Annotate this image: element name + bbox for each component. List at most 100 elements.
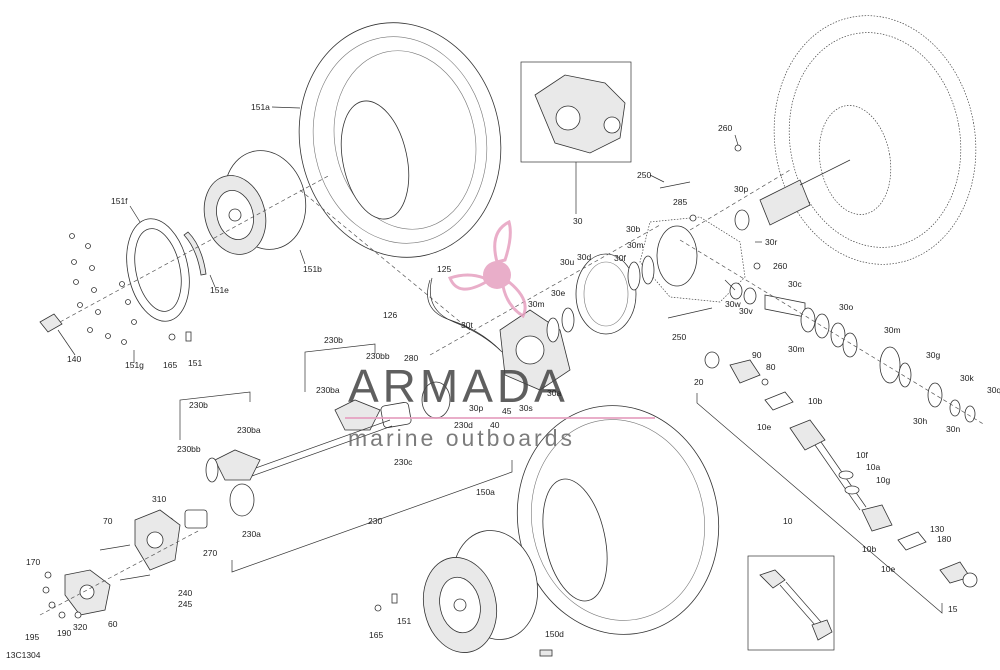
differential-housing	[639, 216, 746, 303]
wheel-rim-front-left	[422, 530, 539, 653]
callout-245: 245	[178, 599, 192, 609]
callout-230bb-b: 230bb	[177, 444, 201, 454]
halfshaft-lower	[164, 449, 261, 537]
callout-45: 45	[502, 406, 512, 416]
beadlock-bolts	[69, 233, 137, 345]
callout-230b-a: 230b	[324, 335, 343, 345]
callout-260-top: 260	[718, 123, 732, 133]
callout-60: 60	[108, 619, 118, 629]
callout-15: 15	[948, 604, 958, 614]
callout-151b: 151b	[303, 264, 322, 274]
callout-30o: 30o	[839, 302, 853, 312]
propshaft-inset-illustration	[759, 569, 833, 641]
rim-insert	[539, 649, 553, 657]
callout-40: 40	[490, 420, 500, 430]
callout-30q: 30q	[987, 385, 1000, 395]
callout-30h: 30h	[913, 416, 927, 426]
callout-30c: 30c	[788, 279, 802, 289]
nut-285	[689, 214, 697, 222]
bracket-230	[231, 460, 513, 573]
wheel-hub	[64, 569, 111, 616]
leader-lines	[57, 106, 762, 363]
long-bolt-top	[659, 181, 691, 189]
callout-30u: 30u	[560, 257, 574, 267]
callout-30e: 30e	[551, 288, 565, 298]
callout-270: 270	[203, 548, 217, 558]
callout-20: 20	[694, 377, 704, 387]
callout-10b-b: 10b	[862, 544, 876, 554]
callout-165-bot: 165	[369, 630, 383, 640]
callout-260-mid: 260	[773, 261, 787, 271]
callout-30m-d: 30m	[884, 325, 901, 335]
callout-230d: 230d	[454, 420, 473, 430]
callout-165-top: 165	[163, 360, 177, 370]
callout-285: 285	[673, 197, 687, 207]
callout-30p-top: 30p	[734, 184, 748, 194]
wheel-rim-rear-left	[203, 150, 307, 255]
watermark: ARMADA marine outboards	[345, 219, 655, 451]
wheel-nut-bottom	[374, 604, 382, 612]
callout-30b: 30b	[626, 224, 640, 234]
hub-nuts	[42, 571, 82, 619]
callout-10e-b: 10e	[881, 564, 895, 574]
differential-washers	[546, 209, 757, 343]
callout-125: 125	[437, 264, 451, 274]
callout-230b-b: 230b	[189, 400, 208, 410]
bracket-propshaft	[696, 393, 943, 614]
watermark-brand: ARMADA	[348, 360, 569, 412]
callout-30g: 30g	[926, 350, 940, 360]
callout-151g: 151g	[125, 360, 144, 370]
bracket-230b-lower	[179, 391, 251, 440]
callout-30d: 30d	[577, 252, 591, 262]
callout-30m-a: 30m	[627, 240, 644, 250]
nut-260-top	[734, 144, 742, 152]
nut-260-mid	[753, 262, 761, 270]
callout-10e-a: 10e	[757, 422, 771, 432]
halfshaft-upper	[249, 381, 451, 477]
knuckle-assembly	[99, 509, 181, 581]
callout-30m-b: 30m	[528, 299, 545, 309]
callout-30a: 30a	[547, 388, 561, 398]
callout-126: 126	[383, 310, 397, 320]
drive-pinion	[759, 179, 811, 226]
callout-151a: 151a	[251, 102, 270, 112]
callout-180: 180	[937, 534, 951, 544]
callout-30v: 30v	[739, 306, 753, 316]
tire-front-left	[516, 405, 720, 635]
callout-240: 240	[178, 588, 192, 598]
callout-labels: 151a 151b 151e 151f 151g 151 165 140 150…	[6, 102, 1000, 660]
callout-10a: 10a	[866, 462, 880, 472]
valve-stem-bottom	[391, 593, 398, 604]
callout-151-bot: 151	[397, 616, 411, 626]
callout-150a: 150a	[476, 487, 495, 497]
wheel-nut	[168, 333, 176, 341]
watermark-tagline: marine outboards	[348, 425, 575, 451]
tire-right-dotted	[773, 15, 977, 265]
callout-10: 10	[783, 516, 793, 526]
callout-151f: 151f	[111, 196, 128, 206]
callout-30k: 30k	[960, 373, 974, 383]
callout-30: 30	[573, 216, 583, 226]
callout-250-bot: 250	[672, 332, 686, 342]
callout-10b-a: 10b	[808, 396, 822, 406]
callout-190: 190	[57, 628, 71, 638]
bracket-230b-upper	[304, 343, 376, 392]
callout-30p-bot: 30p	[469, 403, 483, 413]
callout-151e: 151e	[210, 285, 229, 295]
beadlock-segment	[183, 231, 207, 276]
ring-gear	[575, 253, 637, 335]
callout-30n: 30n	[946, 424, 960, 434]
callout-150d: 150d	[545, 629, 564, 639]
callout-230ba-b: 230ba	[237, 425, 261, 435]
callout-70: 70	[103, 516, 113, 526]
callout-230a: 230a	[242, 529, 261, 539]
long-bolt-bottom	[667, 307, 713, 319]
callout-170: 170	[26, 557, 40, 567]
valve-cap	[39, 313, 63, 333]
callout-320: 320	[73, 622, 87, 632]
callout-80: 80	[766, 362, 776, 372]
callout-30w: 30w	[725, 299, 741, 309]
propshaft-parts	[704, 351, 978, 588]
callout-280: 280	[404, 353, 418, 363]
